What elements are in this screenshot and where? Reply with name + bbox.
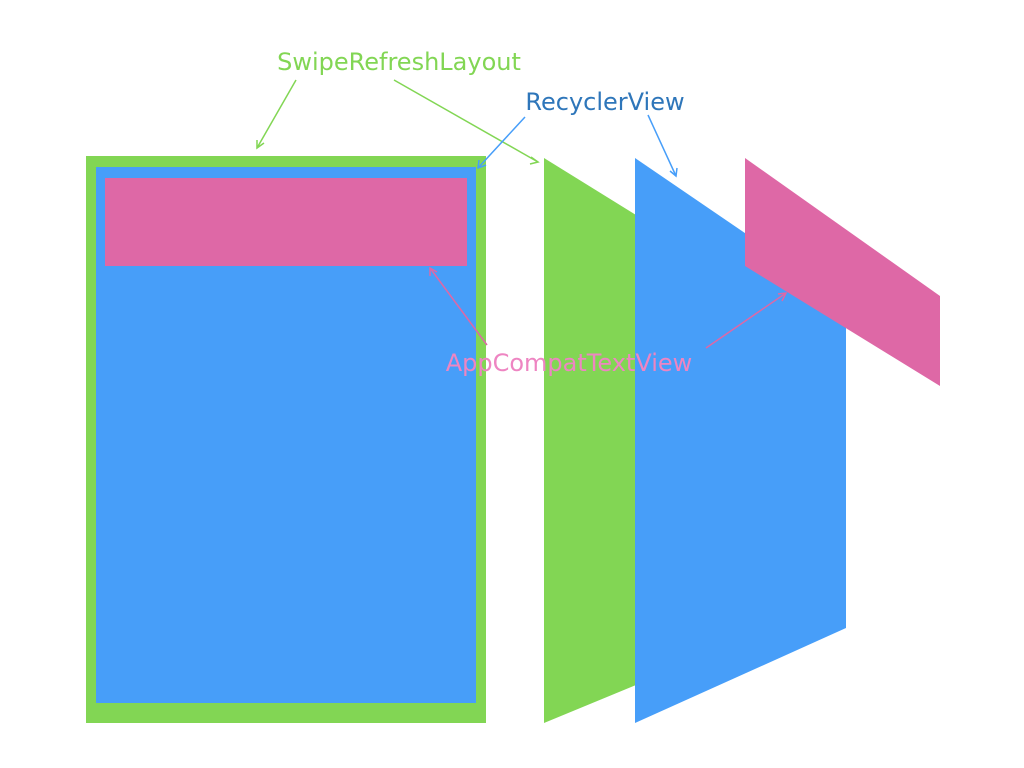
app-compat-text-view-layer: [745, 158, 940, 386]
app-compat-text-view-arrows: [429, 266, 788, 349]
recycler-view-layer: [635, 158, 846, 723]
recycler-view-label: RecyclerView: [525, 88, 684, 116]
swipe-refresh-layout-label: SwipeRefreshLayout: [277, 48, 521, 76]
recycler-view-arrows: [477, 114, 678, 178]
app-compat-text-view-box: [105, 178, 467, 266]
app-compat-text-view-label: AppCompatTextView: [446, 349, 693, 377]
swipe-refresh-layout-layer: [544, 158, 636, 723]
swipe-refresh-layout-arrows: [256, 79, 540, 165]
